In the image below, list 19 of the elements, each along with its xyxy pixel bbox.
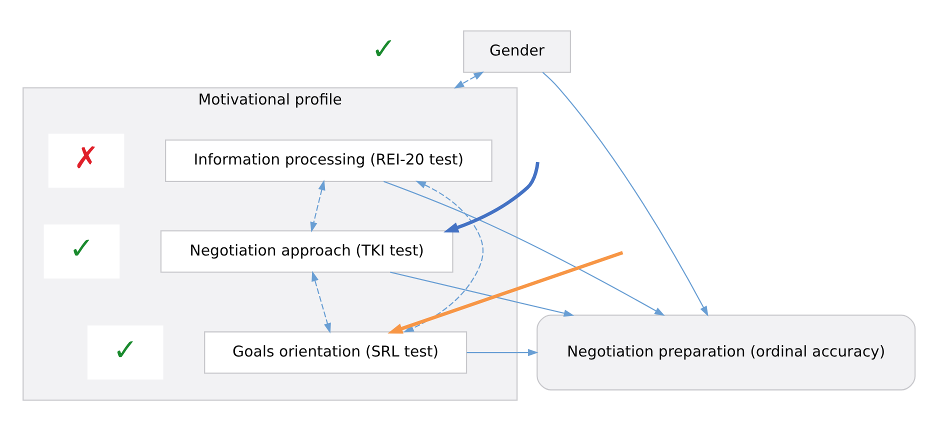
arrow bbox=[453, 70, 484, 88]
arrow bbox=[390, 271, 574, 316]
label: ✗ bbox=[73, 140, 98, 176]
node-box: Negotiation approach (TKI test) bbox=[160, 230, 453, 272]
arrow bbox=[443, 161, 539, 232]
node-box: Goals orientation (SRL test) bbox=[204, 330, 467, 374]
node-box: Information processing (REI-20 test) bbox=[164, 138, 492, 182]
arrow bbox=[542, 71, 708, 316]
arrow bbox=[382, 180, 664, 316]
node-box: Negotiation preparation (ordinal accuracy) bbox=[536, 314, 916, 390]
arrow bbox=[387, 250, 623, 334]
arrow bbox=[311, 270, 330, 333]
arrow bbox=[402, 180, 483, 332]
label: ✓ bbox=[112, 332, 138, 368]
arrow bbox=[466, 348, 538, 356]
arrow bbox=[310, 179, 325, 232]
node-box: Gender bbox=[462, 30, 571, 72]
label: ✓ bbox=[68, 231, 94, 266]
label: ✓ bbox=[370, 31, 396, 66]
